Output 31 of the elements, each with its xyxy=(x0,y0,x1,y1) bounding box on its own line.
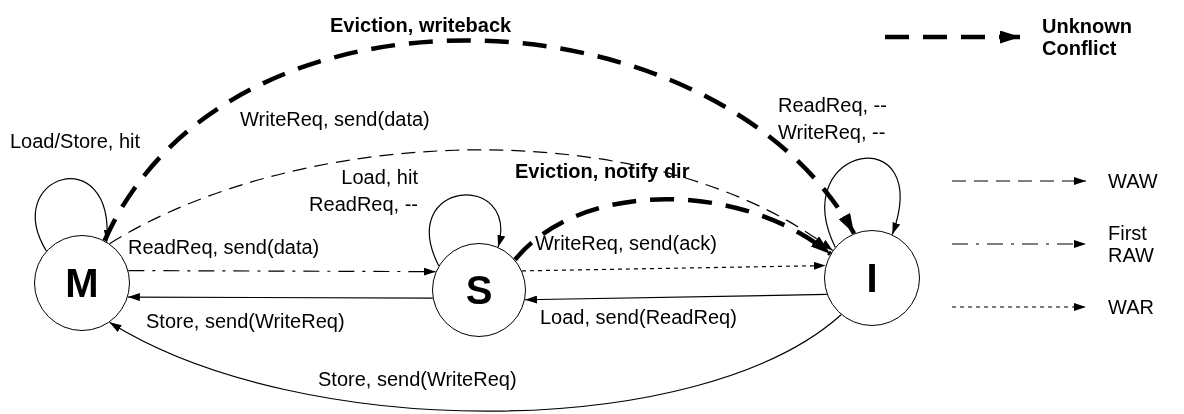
edge-label: ReadReq, send(data) xyxy=(128,235,321,260)
edge-label: Eviction, notify dir xyxy=(515,159,691,184)
dashed-arrow xyxy=(127,267,437,276)
arrow xyxy=(127,293,434,302)
edge-label: Load, send(ReadReq) xyxy=(540,305,738,330)
arrow xyxy=(34,178,111,252)
edge-label: Store, send(WriteReq) xyxy=(318,367,518,392)
edge-label: Load/Store, hit xyxy=(10,129,142,154)
legend-label: WAW xyxy=(1108,170,1159,192)
state-label: I xyxy=(866,258,878,298)
dashed-arrow xyxy=(521,261,827,272)
dashed-arrow xyxy=(513,197,832,262)
legend-label: Unknown Conflict xyxy=(1042,15,1133,59)
edge-label: Load, hit ReadReq, -- xyxy=(308,165,418,217)
edge-label: Store, send(WriteReq) xyxy=(146,309,346,334)
dashed-arrow xyxy=(102,38,856,242)
dashed-arrow xyxy=(108,149,834,252)
arrow xyxy=(108,314,842,412)
edge-label: WriteReq, send(ack) xyxy=(535,231,718,256)
arrow xyxy=(428,194,504,267)
edge-label: ReadReq, -- WriteReq, -- xyxy=(778,93,888,145)
legend-label: WAR xyxy=(1108,296,1155,318)
state-label: M xyxy=(65,263,99,303)
edge-label: Eviction, writeback xyxy=(330,13,513,38)
state-circle xyxy=(824,230,920,326)
state-circle xyxy=(432,243,526,337)
legend-label: First RAW xyxy=(1108,222,1155,266)
edge-label: WriteReq, send(data) xyxy=(240,107,431,132)
arrow xyxy=(524,293,828,304)
state-label: S xyxy=(465,270,493,310)
arrow xyxy=(824,158,900,248)
